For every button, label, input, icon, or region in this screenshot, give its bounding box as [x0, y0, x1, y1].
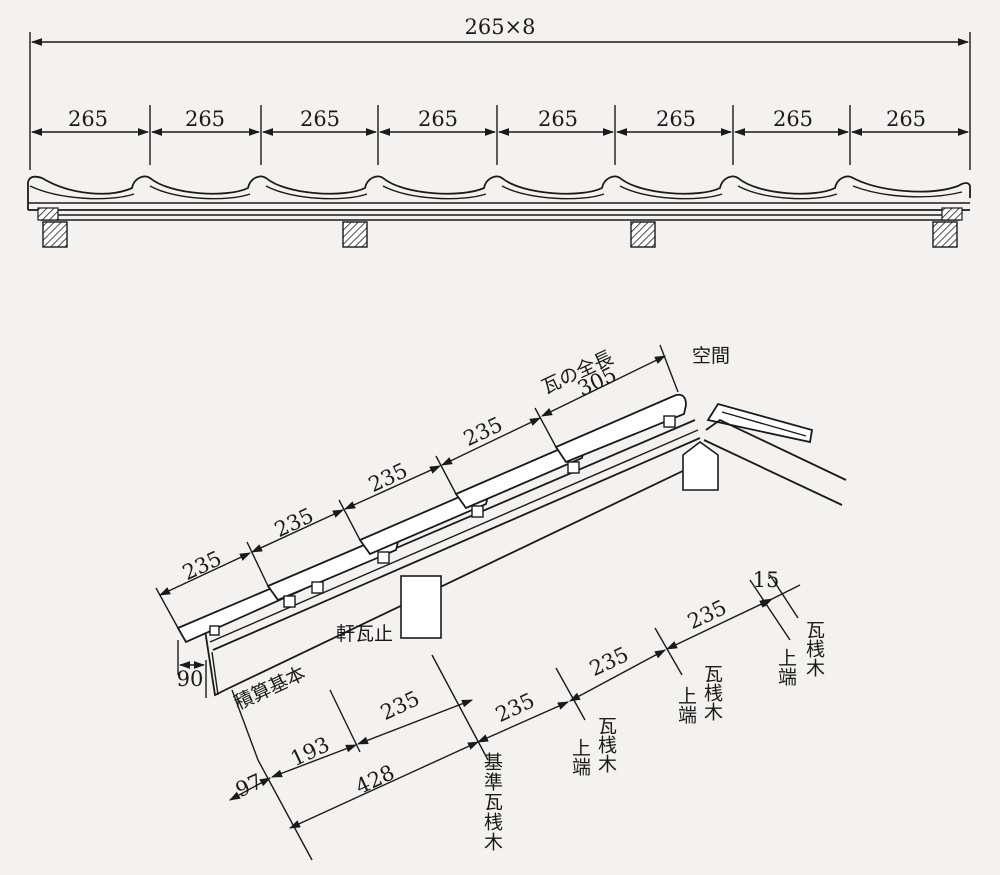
span-label: 265 [538, 107, 578, 131]
batten-top-label: 上端 [775, 648, 797, 686]
lower-dim: 235 [684, 595, 730, 634]
span-label: 265 [656, 107, 696, 131]
ridge-block [682, 441, 719, 491]
batten-top-label: 上端 [675, 686, 697, 724]
span-label: 265 [300, 107, 340, 131]
rafter-section [630, 221, 656, 248]
lower-dim: 15 [753, 568, 780, 592]
span-label: 265 [185, 107, 225, 131]
tile-wave-profile [27, 175, 971, 198]
batten-label: 瓦桟木 [595, 716, 617, 773]
span-label: 265 [773, 107, 813, 131]
lower-dim: 235 [492, 688, 538, 727]
eave-stop-block [400, 575, 442, 639]
batten-label: 瓦桟木 [701, 664, 723, 721]
lower-dim: 428 [352, 760, 398, 799]
rafter-section [932, 221, 958, 248]
span-label: 265 [68, 107, 108, 131]
lower-dim: 193 [287, 732, 333, 771]
lower-dim: 97 [232, 769, 266, 802]
lower-dim: 235 [377, 686, 423, 725]
base-label: 積算基本 [231, 662, 309, 714]
rafter-section [42, 221, 68, 248]
total-width-label: 265×8 [464, 15, 535, 39]
tile-spacing-label: 235 [365, 458, 411, 497]
rafter-section [342, 221, 368, 248]
eave-overhang-label: 90 [177, 667, 204, 691]
space-label: 空間 [692, 345, 730, 367]
eave-stop-label: 軒瓦止 [336, 623, 393, 645]
span-label: 265 [418, 107, 458, 131]
batten-label: 瓦桟木 [803, 620, 825, 677]
reference-batten-label: 基準瓦桟木 [481, 752, 503, 852]
tile-spacing-label: 235 [179, 546, 225, 585]
side-section: 235 235 235 235 瓦の全長 305 空間 軒瓦止 90 積算基本 [155, 344, 847, 861]
front-elevation: 265×8 265 265 265 265 265 265 265 265 [27, 15, 971, 248]
tile-spacing-label: 235 [271, 503, 317, 542]
lower-dim: 235 [586, 642, 632, 681]
batten-top-label: 上端 [569, 738, 591, 776]
span-label: 265 [886, 107, 926, 131]
